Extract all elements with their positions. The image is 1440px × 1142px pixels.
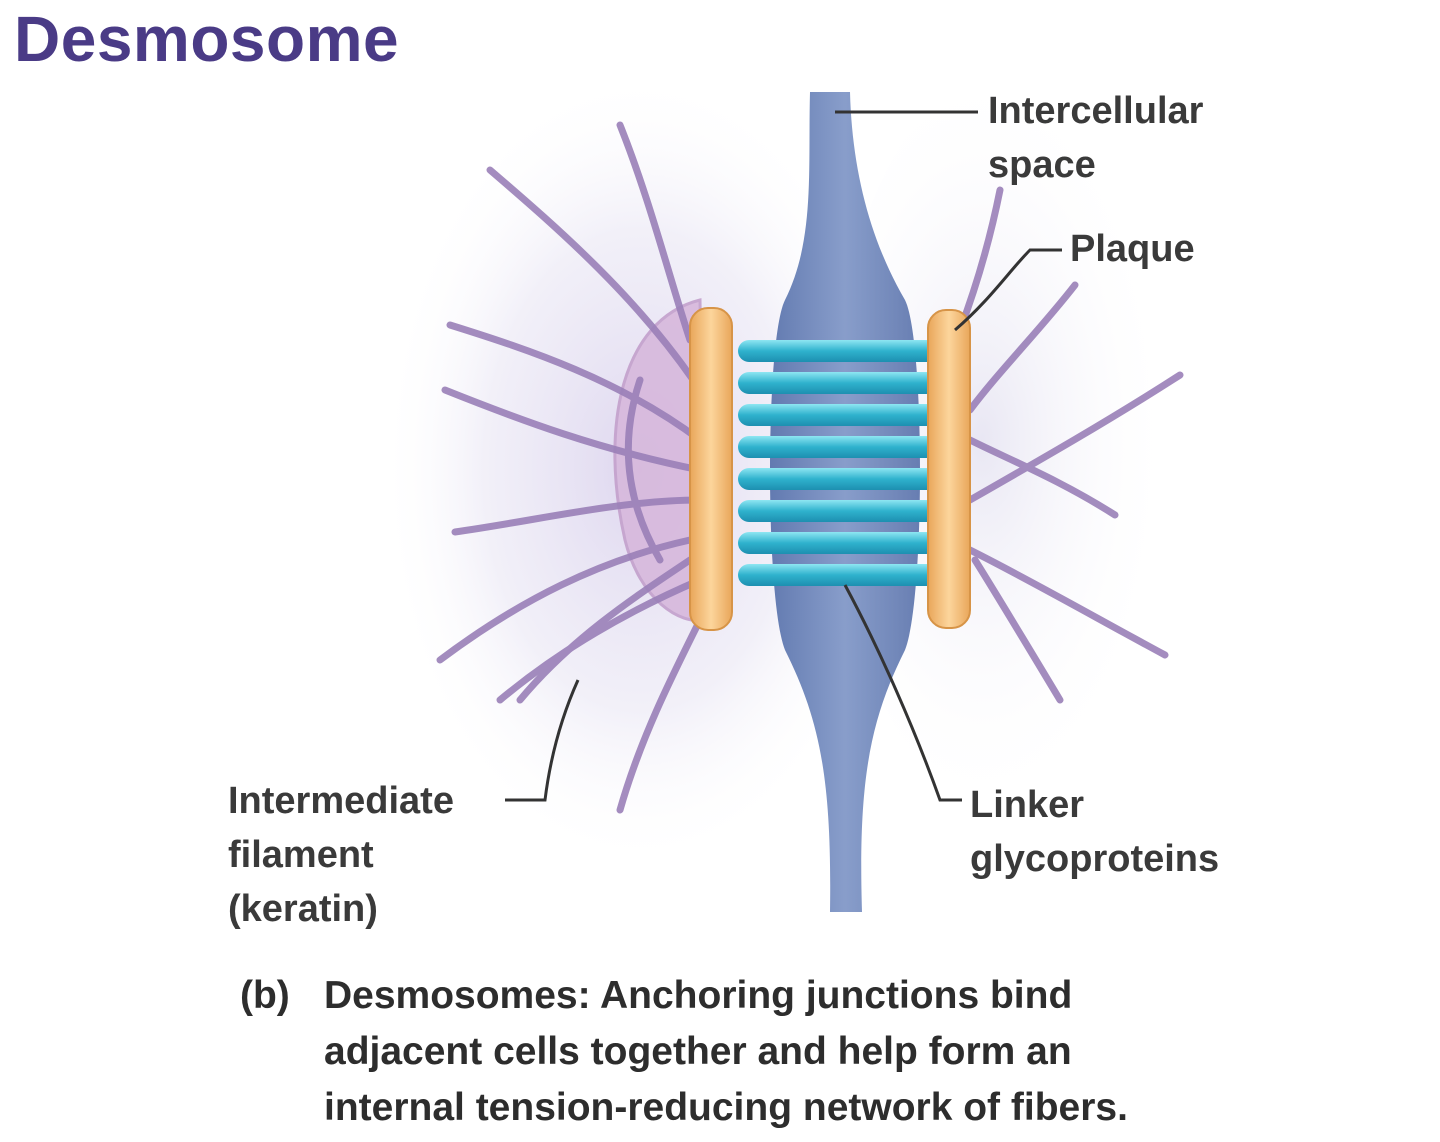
leader-line-plaque bbox=[954, 248, 1062, 332]
linker-bar bbox=[738, 500, 938, 522]
caption-body: Desmosomes: Anchoring junctions bind adj… bbox=[324, 968, 1414, 1136]
intermediate-filaments-right bbox=[956, 186, 1184, 704]
linker-glycoproteins-group bbox=[738, 340, 938, 586]
linker-bar bbox=[738, 340, 938, 362]
linker-bar bbox=[738, 372, 938, 394]
label-intermediate-filament: Intermediate filament (keratin) bbox=[228, 780, 454, 930]
caption-term: Desmosomes: bbox=[324, 974, 591, 1017]
linker-bar bbox=[738, 436, 938, 458]
intermediate-filaments-left bbox=[436, 121, 704, 814]
caption-line1: Anchoring junctions bind bbox=[590, 974, 1073, 1017]
linker-bar bbox=[738, 564, 938, 586]
plaque-right bbox=[927, 309, 971, 629]
label-linker-glycoproteins: Linker glycoproteins bbox=[970, 784, 1220, 880]
label-plaque: Plaque bbox=[1070, 228, 1195, 270]
linker-bar bbox=[738, 532, 938, 554]
linker-bar bbox=[738, 468, 938, 490]
caption-line3: internal tension-reducing network of fib… bbox=[324, 1086, 1128, 1129]
plaque-left bbox=[689, 307, 733, 631]
caption-line2: adjacent cells together and help form an bbox=[324, 1030, 1072, 1073]
caption-tag: (b) bbox=[240, 974, 290, 1017]
label-intercellular-space: Intercellular space bbox=[988, 90, 1204, 186]
leader-line-linker bbox=[843, 584, 962, 802]
page-title: Desmosome bbox=[14, 3, 400, 75]
leader-line-filament bbox=[505, 679, 580, 802]
linker-bar bbox=[738, 404, 938, 426]
